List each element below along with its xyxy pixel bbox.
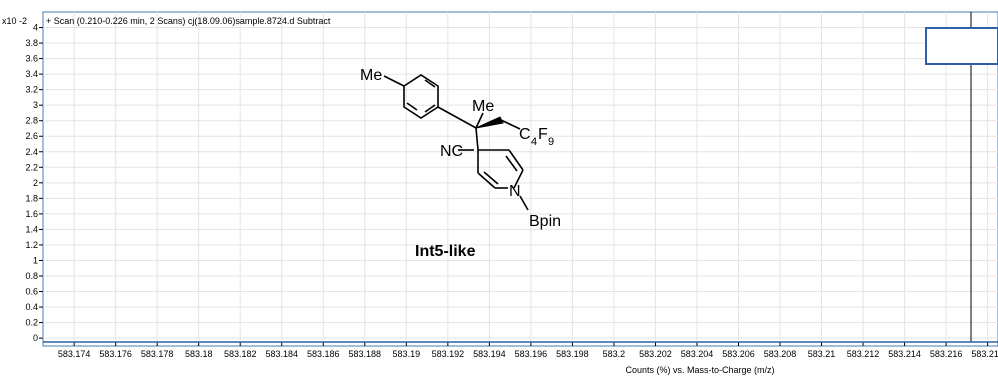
- plot-area: [42, 11, 998, 347]
- structure-drawing: [383, 74, 529, 211]
- y-tick-label: 1.2: [25, 240, 38, 250]
- y-tick-label: 3.2: [25, 85, 38, 95]
- x-tick-label: 583.214: [888, 349, 921, 359]
- x-tick-label: 583.186: [307, 349, 340, 359]
- y-tick-label: 0.2: [25, 318, 38, 328]
- grid-lines: [43, 12, 998, 342]
- y-tick-label: 1: [33, 255, 38, 265]
- y-tick-label: 3.4: [25, 69, 38, 79]
- scale-label: x10 -2: [2, 16, 27, 26]
- x-axis: 583.174 583.176 583.178 583.18 583.182 583.18…: [58, 342, 998, 359]
- peak-label-box: [925, 27, 998, 65]
- svg-text:Bpin: Bpin: [529, 213, 561, 230]
- svg-text:NC: NC: [440, 143, 463, 160]
- x-tick-label: 583.202: [639, 349, 672, 359]
- svg-text:F: F: [538, 126, 548, 143]
- x-tick-label: 583.196: [515, 349, 548, 359]
- x-tick-label: 583.21: [808, 349, 836, 359]
- x-tick-label: 583.176: [99, 349, 132, 359]
- chart-title: + Scan (0.210-0.226 min, 2 Scans) cj(18.…: [46, 16, 331, 26]
- x-tick-label: 583.188: [349, 349, 382, 359]
- svg-text:9: 9: [548, 136, 554, 148]
- y-tick-label: 0.4: [25, 302, 38, 312]
- y-tick-label: 0: [33, 333, 38, 343]
- y-axis: 0 0.2 0.4 0.6 0.8 1 1.2 1.4 1.6 1.8 2 2.2 2.4 2.6 2.8 3…: [25, 23, 43, 343]
- svg-text:Int5-like: Int5-like: [415, 243, 476, 260]
- x-tick-label: 583.216: [930, 349, 963, 359]
- x-tick-label: 583.218: [971, 349, 998, 359]
- x-tick-label: 583.206: [722, 349, 755, 359]
- y-tick-label: 1.8: [25, 193, 38, 203]
- y-tick-label: 2.4: [25, 147, 38, 157]
- y-tick-label: 3: [33, 100, 38, 110]
- x-tick-label: 583.192: [432, 349, 465, 359]
- x-tick-label: 583.178: [141, 349, 174, 359]
- x-tick-label: 583.182: [224, 349, 257, 359]
- svg-text:N: N: [509, 183, 521, 200]
- y-tick-label: 4: [33, 23, 38, 33]
- y-tick-label: 2.2: [25, 162, 38, 172]
- svg-text:C: C: [519, 126, 531, 143]
- y-tick-label: 1.4: [25, 224, 38, 234]
- x-axis-label: Counts (%) vs. Mass-to-Charge (m/z): [625, 365, 774, 375]
- y-tick-label: 0.6: [25, 287, 38, 297]
- x-tick-label: 583.18: [185, 349, 213, 359]
- svg-text:4: 4: [531, 136, 537, 148]
- x-tick-label: 583.194: [473, 349, 506, 359]
- x-tick-label: 583.208: [764, 349, 797, 359]
- y-tick-label: 2.6: [25, 131, 38, 141]
- x-tick-label: 583.174: [58, 349, 91, 359]
- x-tick-label: 583.19: [393, 349, 421, 359]
- y-tick-label: 2.8: [25, 116, 38, 126]
- y-tick-label: 1.6: [25, 209, 38, 219]
- x-tick-label: 583.198: [556, 349, 589, 359]
- y-tick-label: 3.6: [25, 54, 38, 64]
- x-tick-label: 583.212: [847, 349, 880, 359]
- structure-labels: Me Me C 4 F 9 NC N Bpin Int5-like: [360, 67, 561, 260]
- x-tick-label: 583.204: [681, 349, 714, 359]
- y-tick-label: 0.8: [25, 271, 38, 281]
- y-tick-label: 2: [33, 178, 38, 188]
- x-tick-label: 583.2: [603, 349, 626, 359]
- svg-text:Me: Me: [360, 67, 382, 84]
- y-tick-label: 3.8: [25, 38, 38, 48]
- x-tick-label: 583.184: [265, 349, 298, 359]
- svg-text:Me: Me: [472, 98, 494, 115]
